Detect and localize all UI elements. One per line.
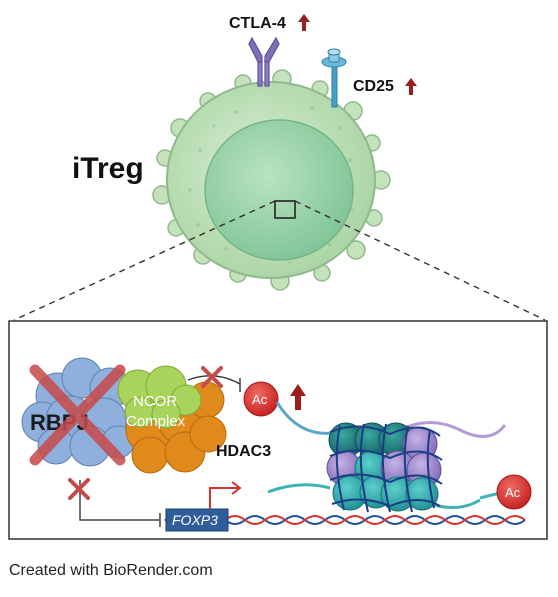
cross-icon (201, 366, 223, 388)
inhibition-icon (79, 480, 161, 527)
promoter-arrow-icon (209, 481, 242, 509)
acetyl-group-left: Ac (243, 381, 279, 417)
ac-right-label: Ac (505, 485, 521, 500)
cell-nucleus (204, 119, 354, 261)
hdac3-label: HDAC3 (216, 443, 271, 460)
cross-icon (68, 478, 90, 500)
cross-icon (29, 364, 126, 466)
ctla4-label: CTLA-4 (229, 15, 286, 32)
acetyl-group-right: Ac (479, 474, 532, 510)
foxp3-gene: FOXP3 (165, 508, 229, 532)
nucleosome-icon (267, 421, 507, 513)
ac-left-label: Ac (252, 392, 268, 407)
zoom-lines (13, 200, 546, 321)
cd25-label: CD25 (353, 78, 394, 95)
membrane-texture (188, 106, 354, 264)
itreg-cell (152, 69, 391, 291)
cd25-receptor-icon (321, 48, 347, 108)
ctla4-receptor-icon (248, 36, 280, 87)
zoom-region-marker (274, 200, 296, 219)
biorender-credit: Created with BioRender.com (9, 562, 213, 579)
ncor-label-line1: NCOR (133, 393, 177, 410)
ncor-complex-protein (117, 365, 227, 474)
cell-type-label: iTreg (72, 152, 144, 185)
up-arrow-icon (298, 14, 310, 31)
foxp3-label: FOXP3 (172, 512, 218, 528)
up-arrow-icon (290, 384, 306, 410)
ncor-label-line2: Complex (126, 413, 186, 430)
up-arrow-icon (405, 78, 417, 95)
